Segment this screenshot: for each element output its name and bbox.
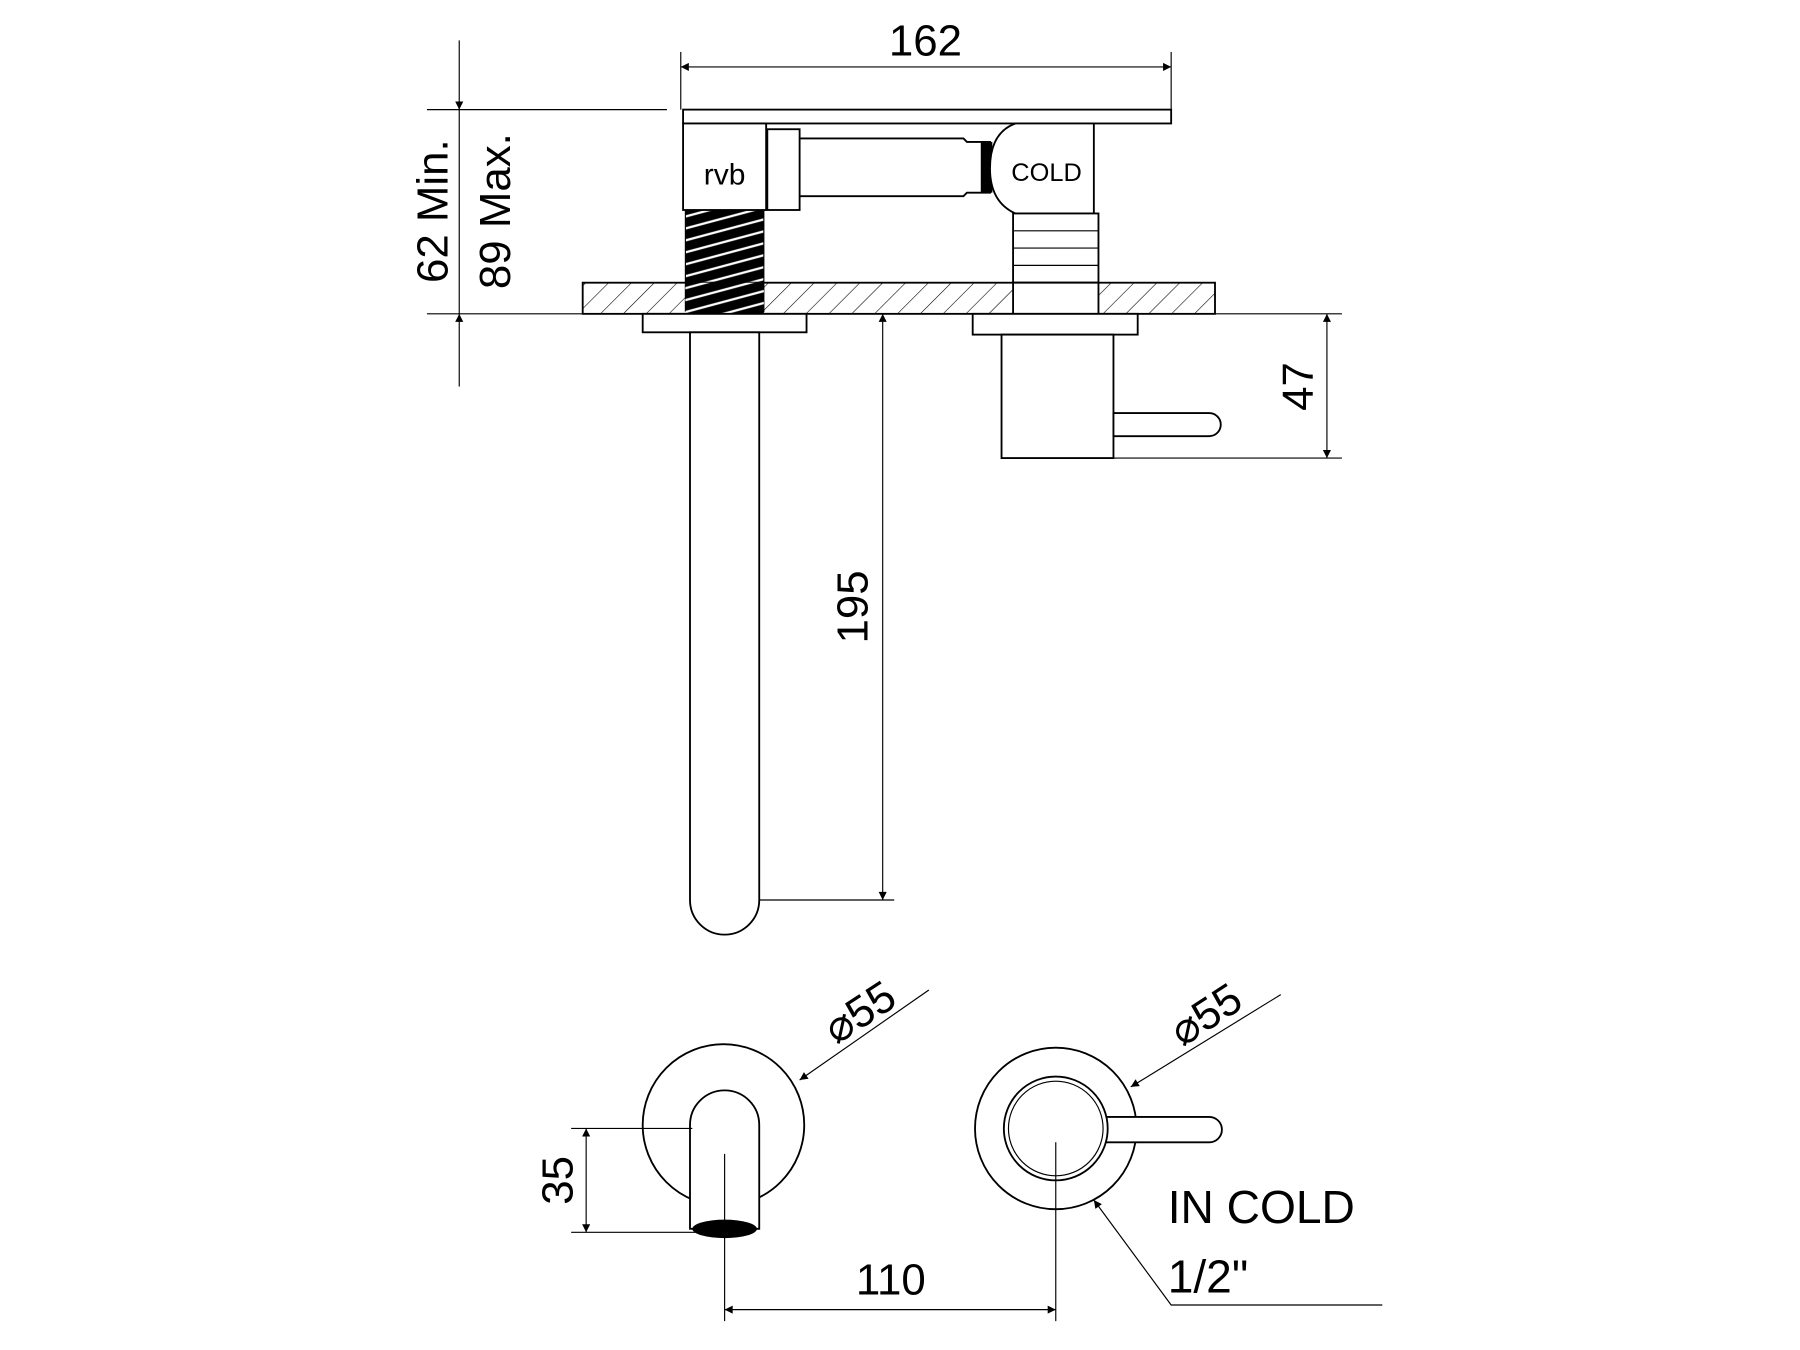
handle-height-label: 47 [1274,362,1323,411]
depth-min-label: 62 Min. [409,139,458,283]
inlet-size-label: 1/2" [1168,1250,1249,1302]
dimension-flange-diameter-right: ⌀55 [1130,974,1282,1088]
dimension-handle-height: 47 [1113,313,1342,459]
dimension-centre-distance: 110 [724,1256,1056,1314]
wall-section [581,281,1216,315]
spout-length-label: 195 [829,570,878,643]
dimension-depth: 62 Min. 89 Max. [409,40,667,387]
mixer-handle-body [1000,333,1115,459]
centre-distance-label: 110 [856,1256,926,1305]
spout-flange [641,312,808,334]
flange-dia-left-label: ⌀55 [815,971,905,1053]
depth-max-label: 89 Max. [471,133,520,289]
inlet-callout: IN COLD 1/2" [1093,1181,1383,1306]
brand-logo: rvb [704,159,746,192]
lever [1112,412,1222,438]
mixer-flange [971,312,1139,336]
inlet-label: IN COLD [1168,1181,1355,1233]
dimension-spout-offset: 35 [533,1127,699,1233]
cover-plate [682,108,1173,125]
spout [689,331,761,936]
body-label: COLD [1011,159,1082,187]
side-view: rvb COLD [581,108,1222,936]
dimension-width: 162 [680,16,1172,110]
front-view [641,1043,1223,1322]
dimension-width-label: 162 [889,16,962,65]
dimension-flange-diameter-left: ⌀55 [799,971,930,1081]
dimension-spout-length: 195 [759,313,895,901]
spout-body [682,122,768,211]
flange-dia-right-label: ⌀55 [1161,974,1251,1056]
spout-offset-label: 35 [533,1156,582,1205]
lever-front [1104,1116,1223,1144]
